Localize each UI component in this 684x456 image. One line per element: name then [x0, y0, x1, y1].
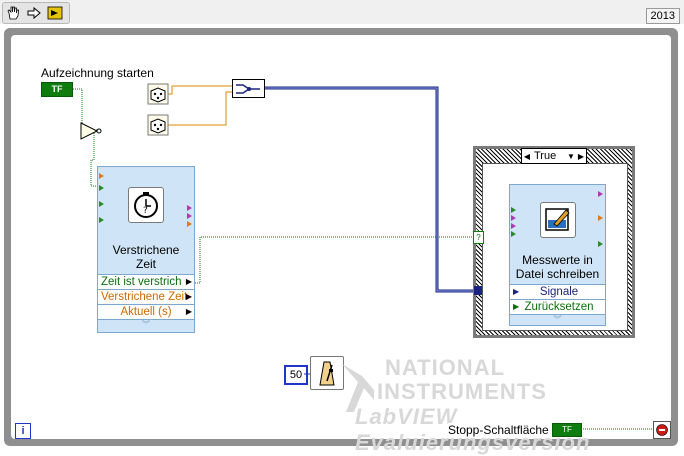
elapsed-vi-title-line1: Verstrichene — [112, 243, 180, 257]
input-pin — [511, 231, 516, 237]
write-measurement-file-vi[interactable]: Messwerte in Datei schreiben ▶Signale ▶Z… — [509, 184, 606, 326]
signal-tunnel — [474, 286, 482, 295]
hand-cursor-icon[interactable] — [4, 4, 22, 22]
run-arrow-icon[interactable] — [25, 4, 43, 22]
elapsed-to-case-wire — [193, 236, 478, 284]
dice2-wire — [168, 91, 232, 126]
stop-wire — [581, 428, 653, 430]
toolbar-tool-group — [2, 2, 70, 24]
stop-sign-icon — [656, 424, 668, 436]
output-pin — [187, 213, 192, 219]
svg-text:?: ? — [143, 206, 148, 216]
stop-label: Stopp-Schaltfläche — [448, 423, 549, 437]
case-next-arrow-icon[interactable]: ▶ — [577, 151, 585, 161]
elapsed-vi-terminals: Zeit ist verstrich▶ Verstrichene Zeit▶ A… — [98, 274, 194, 330]
terminal-current-seconds[interactable]: Aktuell (s)▶ — [98, 304, 194, 319]
terminal-elapsed-time[interactable]: Verstrichene Zeit▶ — [98, 289, 194, 304]
expand-chevron-icon[interactable]: ︾ — [98, 319, 194, 330]
input-pin — [511, 215, 516, 221]
ni-watermark: NATIONAL INSTRUMENTS LabVIEW Evaluierung… — [355, 356, 684, 456]
output-pin — [187, 221, 192, 227]
metronome-wait-icon[interactable] — [310, 356, 344, 390]
output-pin — [598, 215, 603, 221]
random-number-1-icon[interactable] — [147, 83, 169, 108]
input-pin — [511, 223, 516, 229]
write-vi-title-line2: Datei schreiben — [515, 267, 600, 281]
output-pin — [187, 205, 192, 211]
input-pin — [99, 185, 104, 191]
start-boolean-terminal[interactable]: TF — [41, 82, 73, 97]
toolbar: 2013 — [0, 0, 684, 24]
terminal-reset[interactable]: ▶Zurücksetzen — [510, 299, 605, 314]
case-dropdown-icon[interactable]: ▼ — [567, 151, 575, 161]
input-pin — [99, 217, 104, 223]
expand-chevron-icon[interactable]: ︾ — [510, 314, 605, 325]
info-icon[interactable]: i — [15, 423, 31, 439]
elapsed-vi-title-line2: Zeit — [135, 257, 156, 271]
input-pin — [99, 173, 104, 179]
terminal-signals[interactable]: ▶Signale — [510, 284, 605, 299]
input-pin — [99, 201, 104, 207]
merge-signals-icon[interactable] — [232, 79, 265, 98]
random-number-2-icon[interactable] — [147, 114, 169, 139]
stop-boolean-terminal[interactable]: TF — [552, 423, 582, 437]
terminal-time-elapsed[interactable]: Zeit ist verstrich▶ — [98, 274, 194, 289]
case-prev-arrow-icon[interactable]: ◀ — [523, 151, 531, 161]
output-pin — [598, 241, 603, 247]
start-boolean-wire — [71, 88, 83, 124]
loop-condition-terminal[interactable] — [653, 421, 671, 439]
dice1-wire — [168, 85, 232, 95]
case-selector[interactable]: ◀ True ▼ ▶ — [521, 148, 587, 164]
input-pin — [511, 207, 516, 213]
wait-ms-constant[interactable]: 50 — [284, 365, 308, 385]
file-write-icon — [540, 202, 576, 238]
case-selector-value: True — [534, 150, 557, 162]
output-pin — [598, 191, 603, 197]
write-vi-title-line1: Messwerte in — [522, 253, 593, 267]
elapsed-time-vi[interactable]: ? Verstrichene Zeit Zeit ist verstrich▶ … — [97, 166, 195, 333]
write-vi-terminals: ▶Signale ▶Zurücksetzen ︾ — [510, 284, 605, 325]
not-gate-icon[interactable] — [80, 122, 102, 140]
stopwatch-icon: ? — [128, 187, 164, 223]
start-label: Aufzeichnung starten — [41, 66, 154, 80]
watermark-line1: NATIONAL — [385, 355, 506, 380]
highlight-bulb-icon[interactable] — [46, 4, 64, 22]
ni-eagle-logo-icon — [342, 364, 374, 412]
version-badge: 2013 — [645, 8, 680, 24]
watermark-line2: INSTRUMENTS — [377, 379, 547, 404]
case-selector-terminal: ? — [473, 231, 484, 244]
